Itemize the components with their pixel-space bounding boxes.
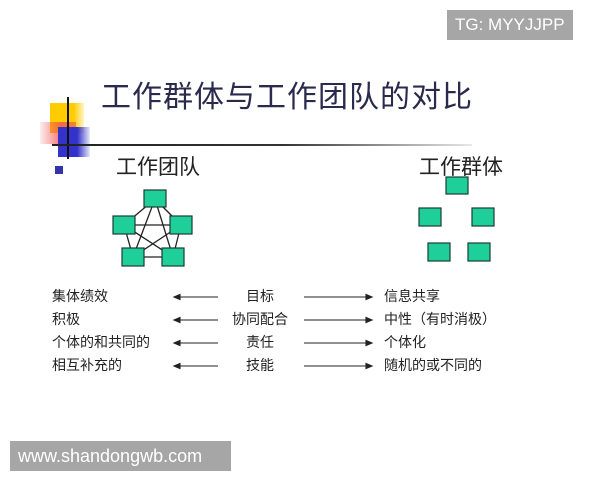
group-diagram bbox=[418, 176, 495, 262]
bullet-icon bbox=[55, 166, 63, 174]
criterion-accountability: 责任 bbox=[246, 335, 274, 351]
group-node-left bbox=[418, 207, 442, 227]
comparison-arrows bbox=[172, 293, 374, 370]
team-node-right bbox=[169, 215, 193, 235]
slide-title: 工作群体与工作团队的对比 bbox=[101, 80, 473, 115]
team-attr-synergy: 积极 bbox=[52, 312, 80, 328]
group-node-top bbox=[445, 176, 469, 195]
group-attr-skills: 随机的或不同的 bbox=[384, 358, 482, 374]
watermark-top-right: TG: MYYJJPP bbox=[447, 10, 573, 40]
deco-vertical-line bbox=[67, 97, 69, 159]
team-attr-accountability: 个体的和共同的 bbox=[52, 335, 150, 351]
team-node-bottom-right bbox=[161, 247, 185, 267]
group-attr-synergy: 中性（有时消极） bbox=[384, 312, 496, 328]
group-node-right bbox=[471, 207, 495, 227]
group-attr-accountability: 个体化 bbox=[384, 335, 426, 351]
team-attr-goal: 集体绩效 bbox=[52, 289, 108, 305]
deco-blue-square bbox=[58, 127, 90, 157]
group-node-bottom-right bbox=[467, 242, 491, 262]
title-underline bbox=[52, 144, 472, 146]
team-node-left bbox=[112, 215, 136, 235]
group-node-bottom-left bbox=[427, 242, 451, 262]
group-attr-goal: 信息共享 bbox=[384, 289, 440, 305]
criterion-skills: 技能 bbox=[246, 358, 274, 374]
watermark-bottom-left: www.shandongwb.com bbox=[10, 441, 231, 471]
team-node-bottom-left bbox=[121, 247, 145, 267]
heading-work-group: 工作群体 bbox=[419, 155, 503, 179]
team-node-top bbox=[143, 189, 167, 208]
heading-work-team: 工作团队 bbox=[116, 155, 200, 179]
criterion-goal: 目标 bbox=[246, 289, 274, 305]
team-attr-skills: 相互补充的 bbox=[52, 358, 122, 374]
criterion-synergy: 协同配合 bbox=[232, 312, 288, 328]
